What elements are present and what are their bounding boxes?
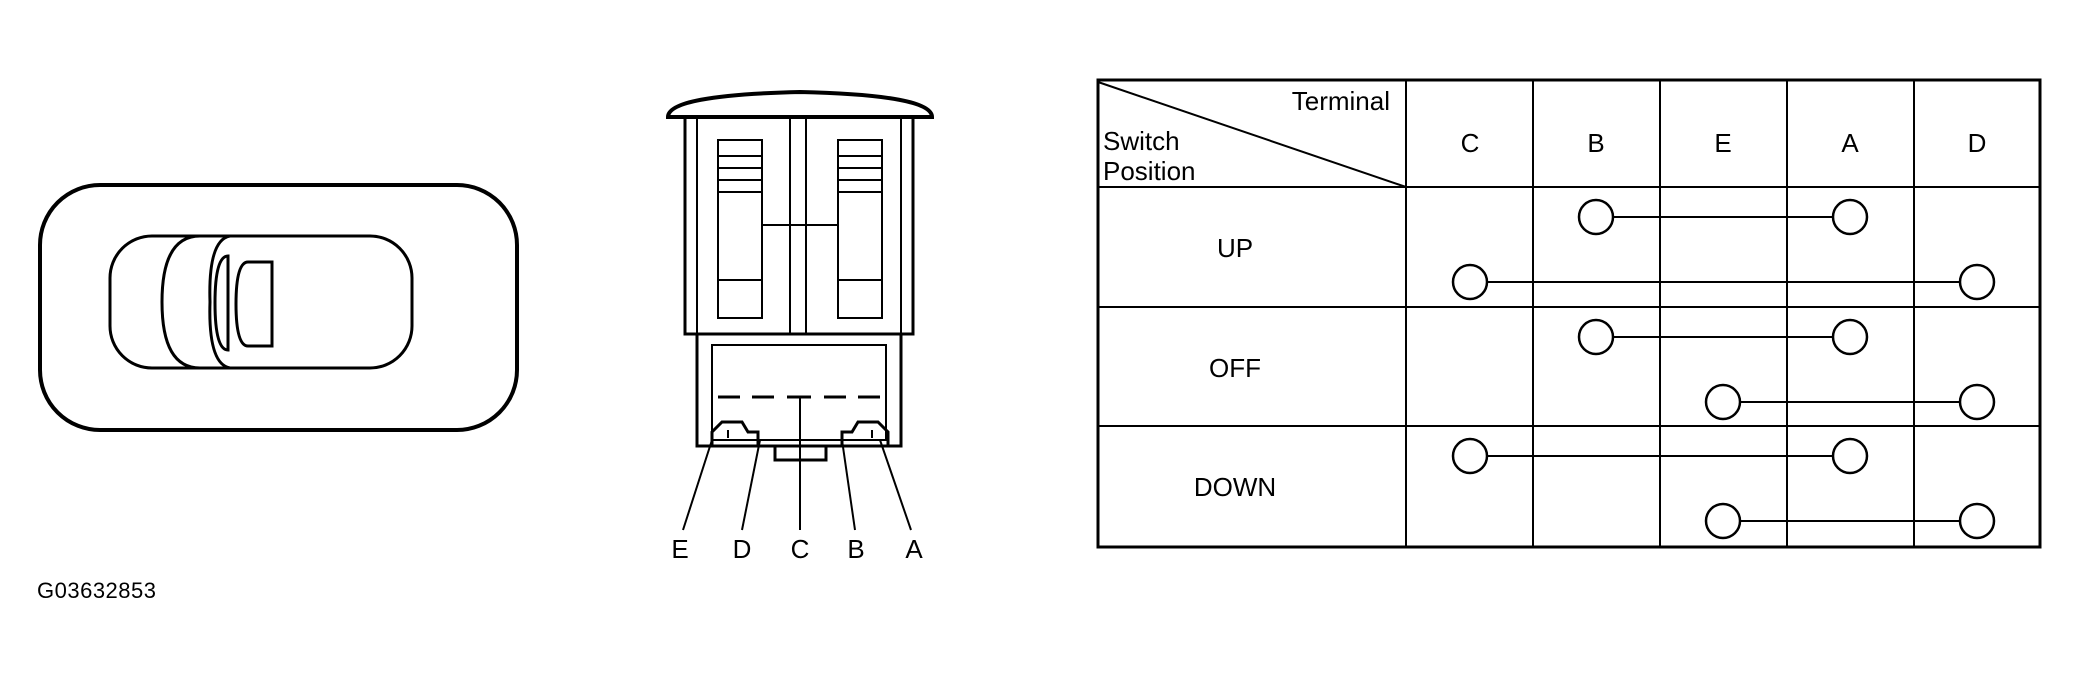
header-switch: Switch — [1103, 126, 1180, 156]
terminal-dot-c — [1451, 437, 1489, 475]
connection-off-b-a — [1577, 318, 1869, 356]
terminal-dot-d — [1958, 383, 1996, 421]
switch-front-view — [38, 183, 519, 432]
left-contact — [717, 139, 763, 319]
header-position: Position — [1103, 156, 1196, 186]
terminal-dot-a — [1831, 318, 1869, 356]
row-labels: UP OFF DOWN — [1194, 233, 1276, 502]
header-terminal: Terminal — [1292, 86, 1390, 116]
connection-down-e-d — [1704, 502, 1996, 540]
connection-off-e-d — [1704, 383, 1996, 421]
connector-cap — [665, 89, 935, 119]
row-label-off: OFF — [1209, 353, 1261, 383]
connector-view — [665, 89, 935, 531]
row-label-up: UP — [1217, 233, 1253, 263]
switch-bezel — [38, 183, 519, 432]
header-diagonal — [1097, 81, 1407, 188]
pin-leaders — [682, 397, 912, 531]
terminal-header-d: D — [1968, 128, 1987, 158]
terminal-dot-a — [1831, 198, 1869, 236]
terminal-header-a: A — [1841, 128, 1859, 158]
switch-knob — [108, 234, 414, 370]
pin-label-e: E — [671, 534, 688, 564]
pin-label-a: A — [905, 534, 923, 564]
terminal-dot-a — [1831, 437, 1869, 475]
knob-inner-curve-2 — [208, 234, 231, 370]
terminal-dot-b — [1577, 198, 1615, 236]
connection-up-c-d — [1451, 263, 1996, 301]
connections — [1451, 198, 1996, 540]
figure-code: G03632853 — [37, 578, 157, 603]
pin-labels: E D C B A — [671, 534, 923, 564]
terminal-header-c: C — [1461, 128, 1480, 158]
knob-slot-left — [213, 254, 230, 352]
terminal-dot-e — [1704, 383, 1742, 421]
terminal-header-e: E — [1714, 128, 1731, 158]
terminal-header-b: B — [1587, 128, 1604, 158]
terminal-dot-d — [1958, 502, 1996, 540]
connection-up-b-a — [1577, 198, 1869, 236]
pin-label-d: D — [733, 534, 752, 564]
continuity-table — [1096, 78, 2042, 549]
row-label-down: DOWN — [1194, 472, 1276, 502]
table-header: Terminal Switch Position C B E A D — [1103, 86, 1986, 186]
terminal-dot-c — [1451, 263, 1489, 301]
knob-slot-right — [234, 260, 274, 348]
connection-down-c-a — [1451, 437, 1869, 475]
terminal-dot-e — [1704, 502, 1742, 540]
pin-label-c: C — [791, 534, 810, 564]
knob-inner-curve — [160, 234, 201, 370]
right-contact — [837, 139, 883, 319]
terminal-dot-d — [1958, 263, 1996, 301]
pin-label-b: B — [847, 534, 864, 564]
terminal-dot-b — [1577, 318, 1615, 356]
table-border — [1096, 78, 2042, 549]
